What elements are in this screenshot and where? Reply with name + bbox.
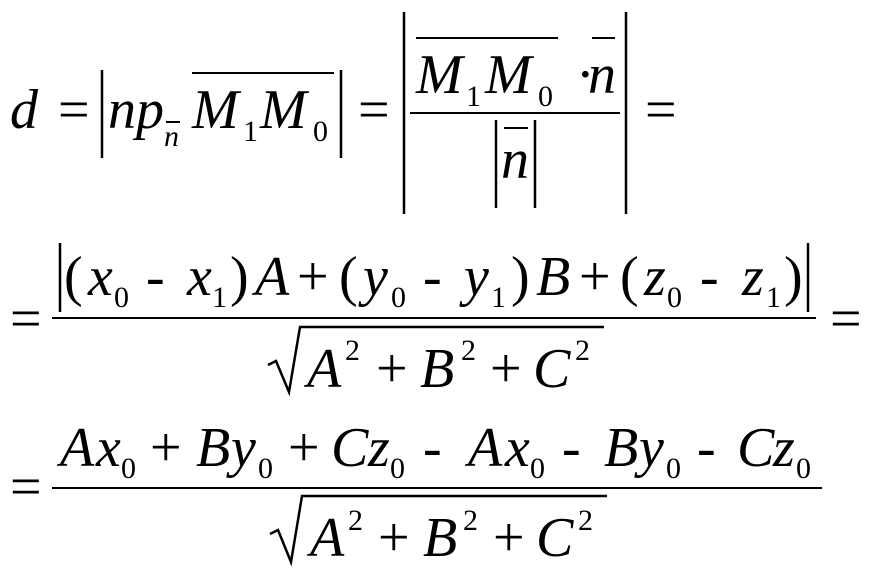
projection-subscript: n (164, 120, 179, 153)
var-y: y (459, 246, 489, 308)
coef-b: B (604, 417, 638, 479)
plus-sign: + (376, 338, 408, 400)
superscript-2: 2 (463, 504, 478, 537)
coef-b: B (423, 507, 457, 569)
subscript-0: 0 (667, 281, 682, 314)
subscript-0: 0 (258, 452, 273, 485)
formula-line-3: = A x 0 + B y 0 + C z 0 - A x 0 - B y 0 … (10, 417, 822, 569)
subscript-1: 1 (766, 281, 781, 314)
var-y: y (634, 417, 664, 479)
plus-sign: + (490, 338, 522, 400)
distance-symbol: d (10, 79, 39, 141)
sqrt-sign (269, 494, 607, 567)
plus-sign: + (493, 507, 525, 569)
subscript-0: 0 (530, 452, 545, 485)
var-y: y (226, 417, 256, 479)
dot-product-sign: · (576, 44, 595, 106)
plus-sign: + (297, 246, 329, 308)
subscript-1: 1 (212, 281, 227, 314)
var-z: z (741, 246, 764, 308)
subscript-0: 0 (121, 452, 136, 485)
plus-sign: + (378, 507, 410, 569)
coef-a: A (56, 417, 95, 479)
subscript-0: 0 (796, 452, 811, 485)
subscript-0: 0 (313, 115, 328, 148)
paren-close: ) (784, 246, 803, 308)
var-x: x (87, 246, 113, 308)
normal-vector: n (501, 129, 529, 191)
point-m: M (191, 79, 242, 141)
projection-symbol: np (108, 79, 164, 141)
var-x: x (504, 417, 530, 479)
subscript-1: 1 (466, 80, 481, 113)
point-m: M (259, 79, 310, 141)
coef-c: C (536, 507, 574, 569)
plus-sign: + (150, 417, 182, 479)
coef-b: B (196, 417, 230, 479)
normal-vector: n (588, 44, 616, 106)
var-z: z (772, 417, 795, 479)
coef-c: C (331, 417, 369, 479)
minus-sign: - (423, 417, 442, 479)
coef-b: B (536, 246, 570, 308)
subscript-1: 1 (491, 281, 506, 314)
plus-sign: + (579, 246, 611, 308)
minus-sign: - (423, 246, 442, 308)
coef-c: C (737, 417, 775, 479)
superscript-2: 2 (348, 504, 363, 537)
equals-sign: = (358, 79, 390, 141)
paren-close: ) (230, 246, 249, 308)
coef-a: A (251, 246, 290, 308)
superscript-2: 2 (461, 334, 476, 367)
coef-b: B (420, 338, 454, 400)
plus-sign: + (288, 417, 320, 479)
var-z: z (643, 246, 666, 308)
subscript-0: 0 (391, 281, 406, 314)
paren-close: ) (511, 246, 530, 308)
formula-line-2: = ( x 0 - x 1 ) A + ( y 0 - y 1 ) B + ( … (10, 243, 862, 400)
point-m: M (415, 44, 466, 106)
subscript-1: 1 (243, 115, 258, 148)
coef-c: C (533, 338, 571, 400)
equals-sign: = (645, 79, 677, 141)
minus-sign: - (697, 417, 716, 479)
superscript-2: 2 (345, 334, 360, 367)
paren-open: ( (339, 246, 358, 308)
coef-a: A (306, 507, 345, 569)
subscript-0: 0 (538, 80, 553, 113)
minus-sign: - (562, 417, 581, 479)
subscript-0: 0 (390, 452, 405, 485)
equals-sign: = (10, 288, 42, 350)
var-y: y (358, 246, 388, 308)
coef-a: A (464, 417, 503, 479)
var-z: z (367, 417, 390, 479)
var-x: x (95, 417, 121, 479)
paren-open: ( (620, 246, 639, 308)
superscript-2: 2 (578, 504, 593, 537)
minus-sign: - (700, 246, 719, 308)
coef-a: A (303, 338, 342, 400)
sqrt-sign (267, 325, 604, 397)
equals-sign: = (58, 79, 90, 141)
subscript-0: 0 (666, 452, 681, 485)
superscript-2: 2 (575, 334, 590, 367)
equals-sign: = (10, 456, 42, 518)
formula-line-1: d = np n M 1 M 0 = M 1 M 0 · n n = (10, 12, 677, 214)
var-x: x (186, 246, 212, 308)
minus-sign: - (146, 246, 165, 308)
equals-sign: = (830, 288, 862, 350)
subscript-0: 0 (114, 281, 129, 314)
point-m: M (484, 44, 535, 106)
paren-open: ( (64, 246, 83, 308)
